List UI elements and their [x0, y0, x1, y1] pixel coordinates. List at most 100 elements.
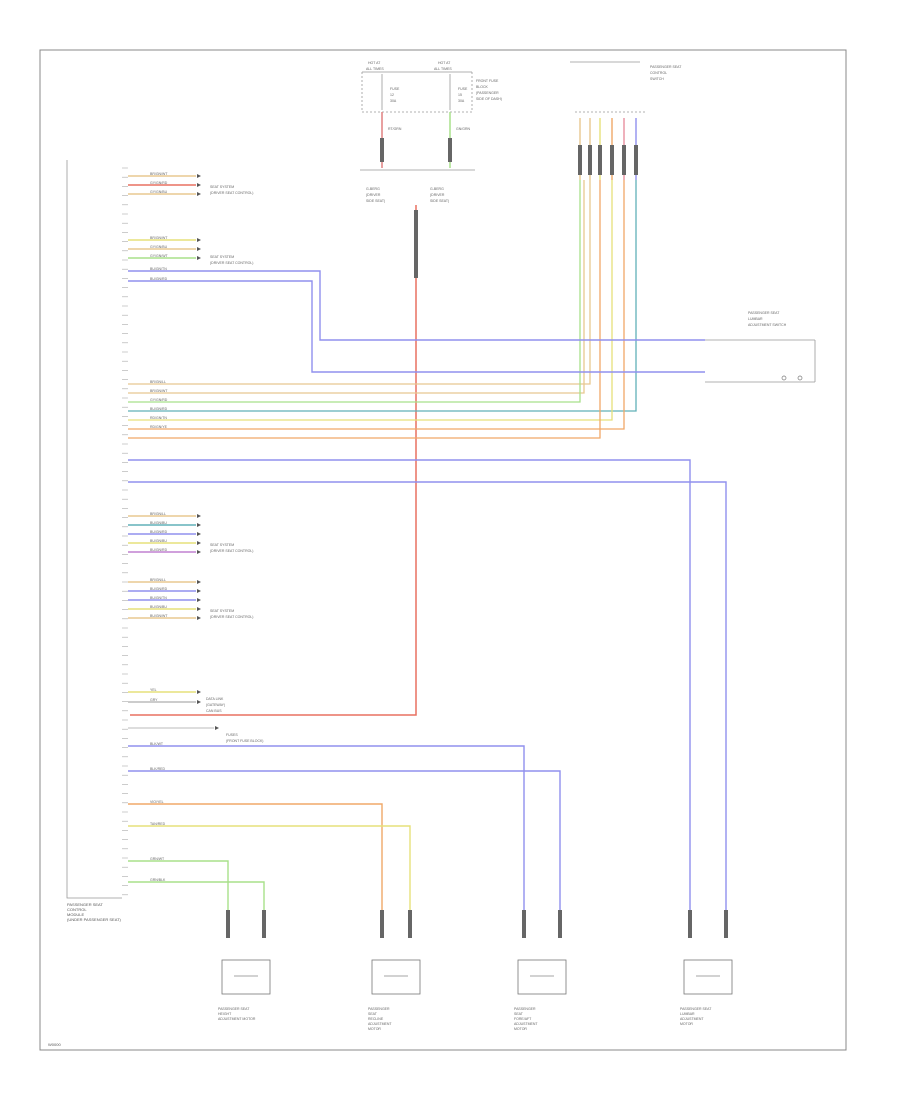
motor-4-label-3: ADJUSTMENT	[680, 1017, 704, 1021]
lower-a-wire-3-label: BU/GN/RD	[150, 530, 168, 534]
lower-b-wire-1-arrow	[197, 580, 201, 584]
svg-text:PASSENGER SEAT: PASSENGER SEAT	[748, 311, 780, 315]
lumbar-switch: PASSENGER SEAT LUMBAR ADJUSTMENT SWITCH	[705, 311, 816, 383]
svg-text:PASSENGER SEAT: PASSENGER SEAT	[650, 65, 682, 69]
upper-wire-2-arrow	[197, 183, 201, 187]
lower-a-wire-4-label: BU/GN/BU	[150, 539, 167, 543]
upper-wire-2-label: GY/GN/RD	[150, 181, 168, 185]
svg-text:LUMBAR: LUMBAR	[748, 317, 763, 321]
bottom-wire-1-arrow	[197, 690, 201, 694]
motor-wire-label-5: GRN/WT	[150, 857, 165, 861]
lumbar-wire-2-label: BU/GN/RD	[150, 277, 168, 281]
lower-a-wire-5-arrow	[197, 550, 201, 554]
routed-wire-1	[128, 180, 591, 385]
lower-b-wire-3-arrow	[197, 598, 201, 602]
routed-wire-group: BR/GN/LLBR/GN/WTGY/GN/RDBU/GN/RDRD/GN/TN…	[128, 180, 727, 920]
svg-text:(DRIVER SEAT CONTROL): (DRIVER SEAT CONTROL)	[210, 261, 253, 265]
bottom-wire-1-label: YEL	[150, 688, 157, 692]
motor-2-label-5: MOTOR	[368, 1027, 381, 1031]
svg-text:(DRIVER: (DRIVER	[430, 193, 445, 197]
ground-label-2: G-BERG	[430, 187, 444, 191]
lower-b-wire-5-arrow	[197, 616, 201, 620]
routed-wire-5	[128, 180, 613, 421]
fuse-1-wire-id: RT/GRN	[388, 127, 402, 131]
motor-3-label-5: MOTOR	[514, 1027, 527, 1031]
routed-wire-3-label: GY/GN/RD	[150, 398, 168, 402]
lower-a-wire-2-label: BU/GN/BU	[150, 521, 167, 525]
switch-ref-label-4: SEAT SYSTEM	[210, 609, 234, 613]
switch-ref-label-3: SEAT SYSTEM	[210, 543, 234, 547]
motor-2-label-3: RECLINE	[368, 1017, 384, 1021]
motor-wire-label-6: GRN/BLK	[150, 878, 166, 882]
switch-ref-label-2: SEAT SYSTEM	[210, 255, 234, 259]
upper-wire-1-arrow	[197, 174, 201, 178]
motor-4-pin-a	[688, 910, 692, 938]
seat-control-switch: PASSENGER SEAT CONTROL SWITCH	[570, 61, 682, 113]
upper-wire-4-label: BR/GN/WT	[150, 236, 168, 240]
motor-2-body	[371, 959, 421, 995]
height-wire-2	[128, 881, 265, 920]
bottom-wire-2-arrow	[197, 700, 201, 704]
routed-wire-2	[128, 180, 585, 394]
motor-wire-label-2: BLK/RED	[150, 767, 165, 771]
routed-wire-2-label: BR/GN/WT	[150, 389, 168, 393]
motor-1-body	[221, 959, 271, 995]
fuse-1-header: HOT AT	[368, 61, 381, 65]
motor-1-label-1: PASSENGER SEAT	[218, 1007, 250, 1011]
motor-4-pin-b	[724, 910, 728, 938]
svg-text:(PASSENGER: (PASSENGER	[476, 91, 499, 95]
motor-3-label-2: SEAT	[514, 1012, 524, 1016]
control-module-outline	[66, 160, 122, 899]
motor-wire-label-1: BLK/WT	[150, 742, 164, 746]
lower-b-wire-1-label: BR/GN/LL	[150, 578, 166, 582]
switch-column-pin-4	[610, 145, 614, 175]
svg-text:12: 12	[390, 93, 394, 97]
bottom-wire-2-label: GRY	[150, 698, 158, 702]
foreaft-wire-1	[128, 745, 525, 920]
upper-wire-6-arrow	[197, 256, 201, 260]
svg-text:(DRIVER: (DRIVER	[366, 193, 381, 197]
upper-wire-3-label: GY/GN/BU	[150, 190, 168, 194]
foreaft-wire-2	[128, 770, 561, 920]
fuse-block: HOT AT ALL TIMES HOT AT ALL TIMES FUSE 1…	[361, 61, 502, 131]
lumbar-motor-wire-1	[128, 459, 691, 920]
switch-ref-label-1: SEAT SYSTEM	[210, 185, 234, 189]
svg-text:CONTROL: CONTROL	[650, 71, 667, 75]
svg-text:ADJUSTMENT SWITCH: ADJUSTMENT SWITCH	[748, 323, 787, 327]
upper-wire-6-label: GY/GN/WT	[150, 254, 169, 258]
svg-text:SIDE SEAT): SIDE SEAT)	[430, 199, 449, 203]
motor-2-label-2: SEAT	[368, 1012, 378, 1016]
upper-wire-1-label: BR/GN/WT	[150, 172, 168, 176]
upper-wire-4-arrow	[197, 238, 201, 242]
routed-wire-7	[128, 180, 601, 439]
motor-2-pin-a	[380, 910, 384, 938]
fuse-2-wire-id: GN/GRN	[456, 127, 470, 131]
lower-b-wire-2-label: BU/GN/RD	[150, 587, 168, 591]
motor-2-label-1: PASSENGER	[368, 1007, 390, 1011]
lower-b-wire-3-label: BU/GN/TN	[150, 596, 167, 600]
ground-label-1: G-BERG	[366, 187, 380, 191]
svg-text:30A: 30A	[458, 99, 465, 103]
svg-text:(FRONT FUSE BLOCK): (FRONT FUSE BLOCK)	[226, 739, 263, 743]
lower-a-wire-3-arrow	[197, 532, 201, 536]
motor-3-body	[517, 959, 567, 995]
motor-1-pin-a	[226, 910, 230, 938]
motor-3-label-4: ADJUSTMENT	[514, 1022, 538, 1026]
svg-text:30A: 30A	[390, 99, 397, 103]
data-link-label: DATA LINK	[206, 697, 224, 701]
upper-wire-5-arrow	[197, 247, 201, 251]
motor-3-label-1: PASSENGER	[514, 1007, 536, 1011]
motor-3-label-3: FORE/AFT	[514, 1017, 532, 1021]
motor-wire-label-3: VIO/YEL	[150, 800, 164, 804]
switch-column-pin-3	[598, 145, 602, 175]
lower-a-wire-5-label: BU/GN/RD	[150, 548, 168, 552]
lower-a-wire-4-arrow	[197, 541, 201, 545]
motor-4-label-2: LUMBAR	[680, 1012, 695, 1016]
routed-wire-4	[128, 180, 637, 412]
power-feed-wire	[130, 205, 417, 716]
motor-4-label-1: PASSENGER SEAT	[680, 1007, 712, 1011]
svg-text:SWITCH: SWITCH	[650, 77, 664, 81]
lower-b-wire-5-label: BU/GN/WT	[150, 614, 168, 618]
